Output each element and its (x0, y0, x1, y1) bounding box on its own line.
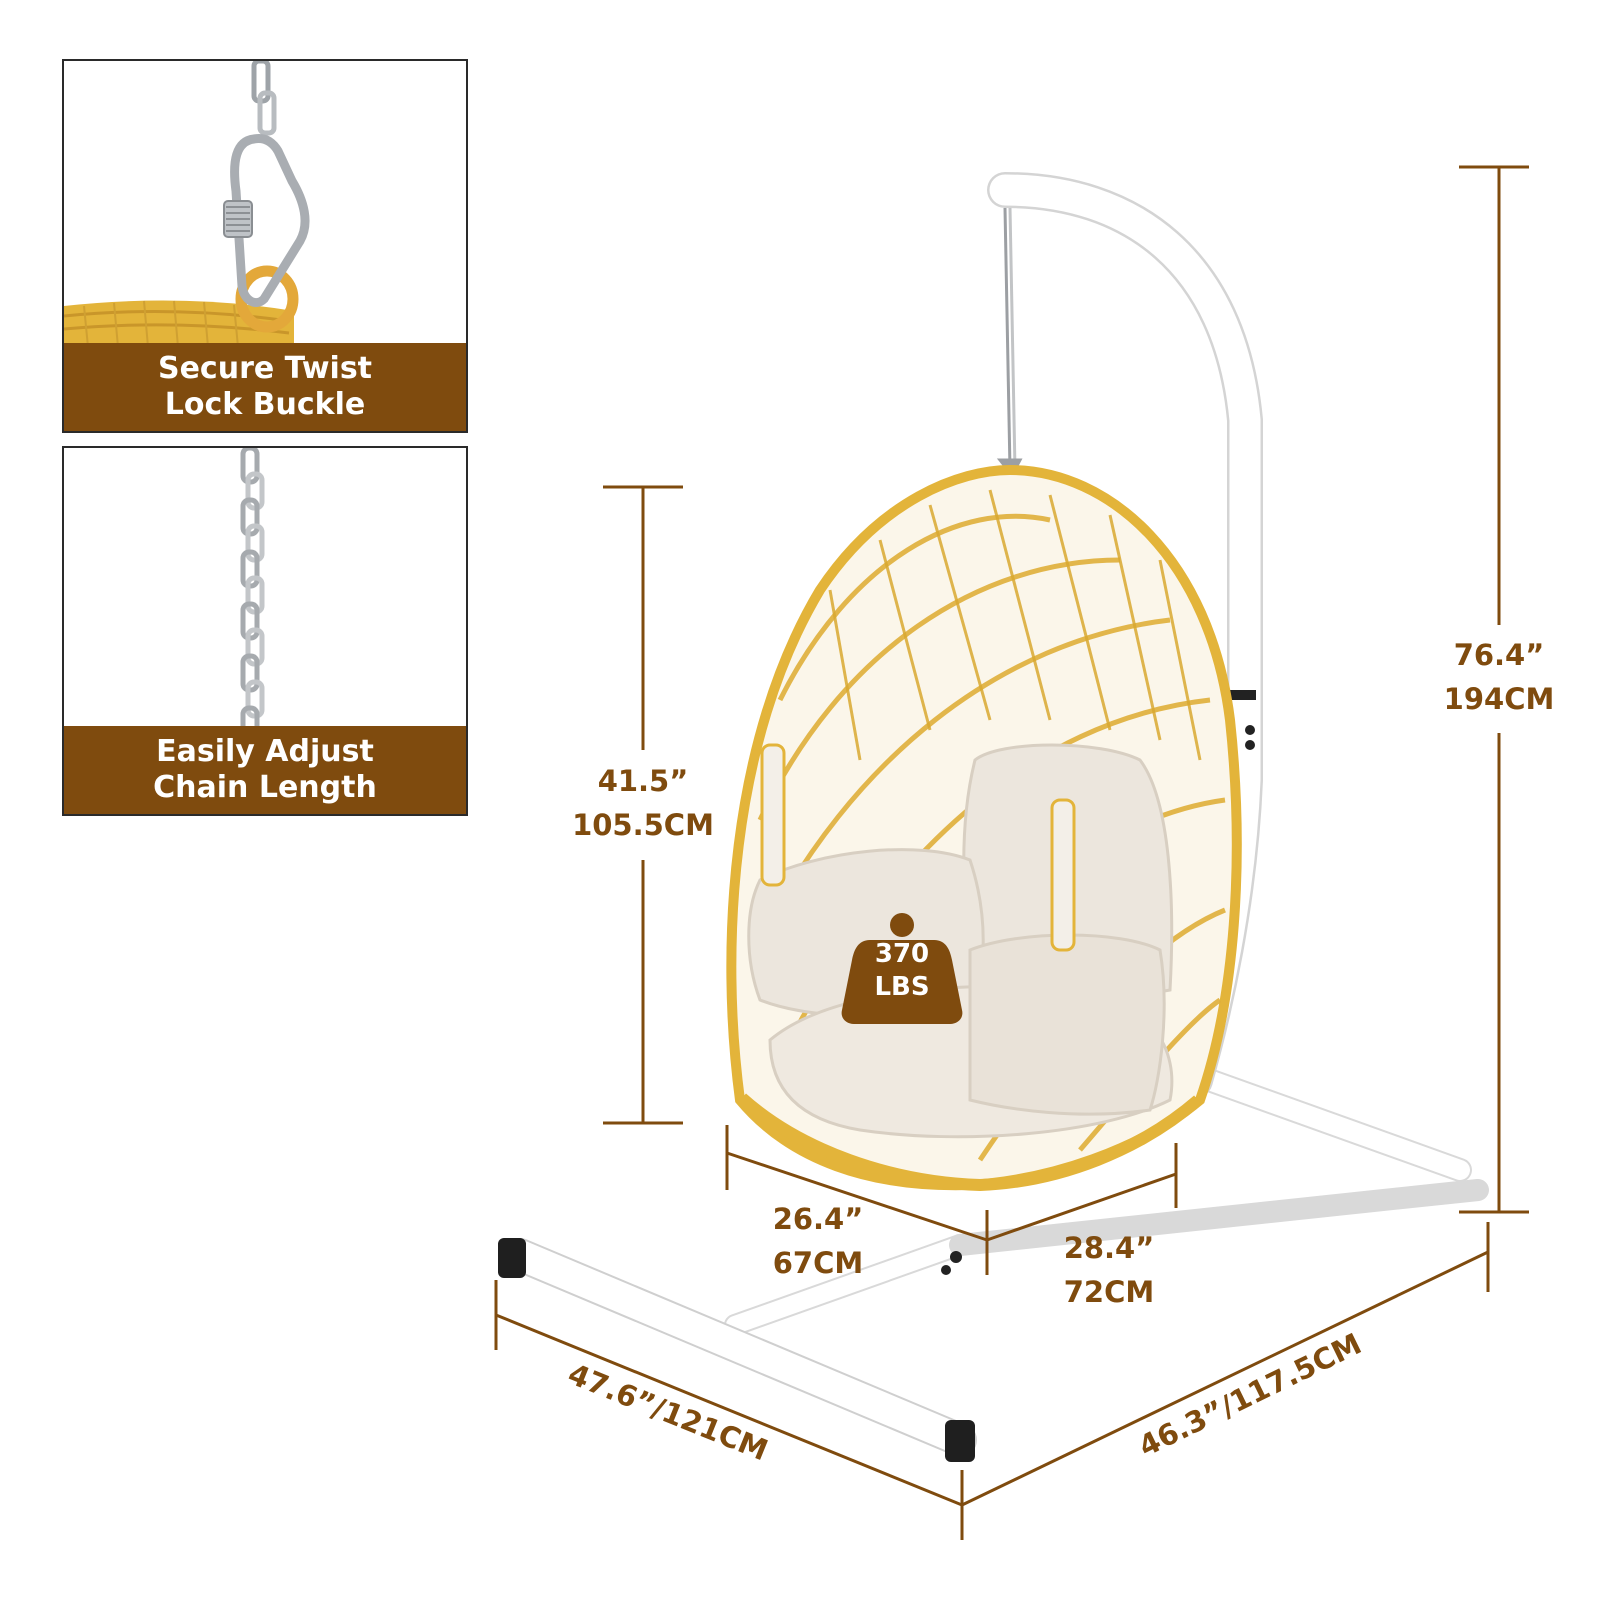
carabiner-icon (64, 61, 466, 347)
chair-height-inch: 41.5” (597, 764, 689, 798)
buckle-caption: Secure Twist Lock Buckle (64, 343, 466, 431)
stand-height-cm: 194CM (1443, 682, 1555, 716)
stand-base (498, 1063, 1489, 1462)
egg-chair (726, 464, 1242, 1192)
chain-caption-line2: Chain Length (153, 770, 377, 805)
capacity-label: 370 LBS (852, 938, 952, 1004)
chain-detail-panel: Easily Adjust Chain Length (62, 446, 468, 816)
hanging-chain (996, 207, 1023, 478)
weight-icon (841, 913, 963, 1024)
buckle-caption-line1: Secure Twist (157, 351, 373, 386)
chain-caption-line1: Easily Adjust (156, 734, 374, 769)
chair-height-label: 41.5” 105.5CM (563, 759, 723, 847)
chair-width-inch: 28.4” (1063, 1231, 1155, 1265)
chair-width-label: 28.4” 72CM (1039, 1226, 1179, 1314)
chair-depth-cm: 67CM (772, 1246, 864, 1280)
capacity-value: 370 (874, 939, 930, 969)
chair-depth-label: 26.4” 67CM (748, 1197, 888, 1285)
chair-width-cm: 72CM (1063, 1275, 1155, 1309)
stand-height-inch: 76.4” (1453, 638, 1545, 672)
buckle-caption-line2: Lock Buckle (164, 387, 366, 422)
chair-height-cm: 105.5CM (572, 808, 714, 842)
chain-caption: Easily Adjust Chain Length (64, 726, 466, 814)
stand-height-label: 76.4” 194CM (1419, 633, 1579, 721)
capacity-unit: LBS (874, 972, 930, 1002)
chair-depth-inch: 26.4” (772, 1202, 864, 1236)
buckle-detail-panel: Secure Twist Lock Buckle (62, 59, 468, 433)
chain-icon (64, 448, 466, 730)
dimension-lines (494, 165, 1529, 1540)
